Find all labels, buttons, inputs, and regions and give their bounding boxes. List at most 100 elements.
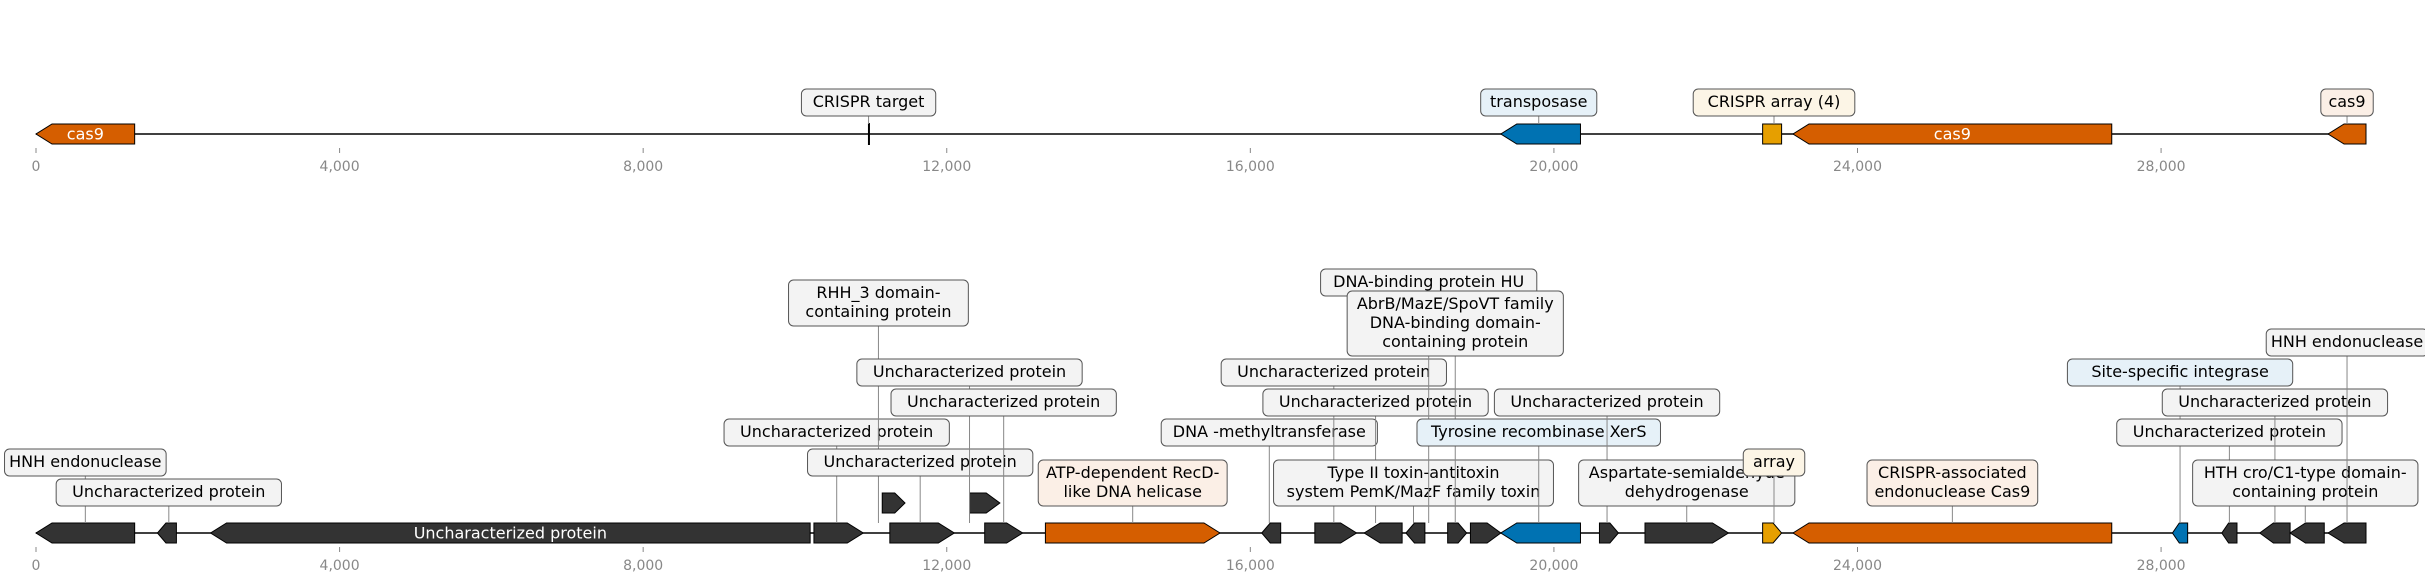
feature-label-box: [890, 388, 1117, 417]
feature-label: Uncharacterized protein: [1279, 392, 1472, 411]
gene-arrow: [2327, 522, 2367, 544]
feature-label-box: [1273, 459, 1554, 507]
feature-label-box: [1493, 388, 1721, 417]
feature-label: CRISPR array (4): [1708, 92, 1841, 111]
feature-label-box: [807, 448, 1034, 477]
feature-label-box: [856, 358, 1083, 387]
gene-arrow: [2171, 522, 2189, 544]
gene-arrow: [2327, 123, 2367, 145]
gene-arrow: [1447, 522, 1468, 544]
feature-label-box: [723, 418, 950, 447]
axis-tick-label: 20,000: [1529, 558, 1578, 574]
feature-label: Uncharacterized protein: [740, 422, 933, 441]
gene-arrow: [209, 522, 811, 544]
gene-arrow: [813, 522, 865, 544]
axis-tick-label: 8,000: [623, 159, 663, 175]
gene-arrow: [35, 522, 136, 544]
gene-arrow: [1792, 123, 2113, 145]
feature-label: Uncharacterized protein: [824, 452, 1017, 471]
gene-arrow: [984, 522, 1024, 544]
axis-tick-label: 4,000: [320, 558, 360, 574]
feature-label: Uncharacterized protein: [1510, 392, 1703, 411]
feature-label-box: [1742, 448, 1806, 477]
feature-label-box: [1866, 459, 2039, 507]
axis-tick-label: 16,000: [1226, 558, 1275, 574]
feature-label-box: [788, 279, 969, 327]
feature-label-box: [2066, 358, 2294, 387]
gene-arrow: [2221, 522, 2238, 544]
axis-tick-label: 28,000: [2137, 159, 2186, 175]
axis-tick-label: 12,000: [922, 558, 971, 574]
feature-label: CRISPR target: [813, 92, 925, 111]
bottom-track: 0 4,000 8,000 12,000 16,000 20,000 24,000 28,00…: [4, 268, 2425, 574]
feature-label: HTH cro/C1-type domain-containing protei…: [2204, 463, 2407, 501]
gene-inner-label: Uncharacterized protein: [414, 524, 607, 543]
gene-arrow: [1405, 522, 1426, 544]
feature-label: Uncharacterized protein: [873, 362, 1066, 381]
feature-label: Uncharacterized protein: [72, 482, 265, 501]
feature-label: Uncharacterized protein: [2133, 422, 2326, 441]
feature-label: Site-specific integrase: [2091, 362, 2268, 381]
feature-label-box: [2161, 388, 2389, 417]
feature-label-box: [2265, 328, 2425, 357]
gene-arrow: [1469, 522, 1502, 544]
feature-label-box: [1160, 418, 1378, 447]
axis-tick-label: 24,000: [1833, 558, 1882, 574]
axis-tick-label: 12,000: [922, 159, 971, 175]
feature-label-box: [55, 478, 282, 507]
axis-tick-label: 0: [32, 159, 41, 175]
feature-label-box: [1220, 358, 1447, 387]
gene-inner-label: cas9: [67, 125, 104, 144]
axis-tick-label: 4,000: [320, 159, 360, 175]
gene-arrow: [881, 492, 906, 514]
feature-label-box: [1692, 88, 1856, 117]
gene-arrow: [35, 123, 136, 145]
feature-label-box: [2116, 418, 2343, 447]
feature-label-box: [1416, 418, 1661, 447]
axis-tick-label: 20,000: [1529, 159, 1578, 175]
gene-arrow: [2289, 522, 2325, 544]
gene-arrow: [889, 522, 956, 544]
gene-arrow: [1762, 522, 1783, 544]
gene-arrow: [1314, 522, 1358, 544]
feature-label: Uncharacterized protein: [907, 392, 1100, 411]
axis-tick-label: 8,000: [623, 558, 663, 574]
feature-label-box: [1262, 388, 1489, 417]
gene-arrow: [1762, 123, 1783, 145]
gene-arrow: [1499, 522, 1581, 544]
feature-label: cas9: [2328, 92, 2365, 111]
axis-tick-label: 28,000: [2137, 558, 2186, 574]
gene-arrow: [1644, 522, 1730, 544]
feature-label: array: [1753, 452, 1795, 471]
feature-label-box: [1037, 459, 1228, 507]
feature-label: Uncharacterized protein: [1237, 362, 1430, 381]
feature-label-box: [800, 88, 937, 117]
gene-arrow: [1363, 522, 1403, 544]
feature-label-box: [2320, 88, 2374, 117]
feature-label: RHH_3 domain-containing protein: [805, 283, 951, 321]
feature-label-box: [1480, 88, 1598, 117]
feature-label: transposase: [1490, 92, 1587, 111]
gene-arrow: [1499, 123, 1581, 145]
feature-label: Tyrosine recombinase XerS: [1430, 422, 1647, 441]
gene-arrow: [2258, 522, 2291, 544]
feature-label-box: [1578, 459, 1796, 507]
gene-inner-label: cas9: [1934, 125, 1971, 144]
axis-tick-label: 0: [32, 558, 41, 574]
gene-arrow: [156, 522, 177, 544]
feature-label-box: [4, 448, 167, 477]
feature-label-box: [2192, 459, 2419, 507]
feature-label: DNA-binding protein HU: [1333, 272, 1524, 291]
feature-label: DNA -methyltransferase: [1173, 422, 1366, 441]
gene-arrow: [1598, 522, 1620, 544]
feature-label: HNH endonuclease: [2271, 332, 2423, 351]
feature-label: Uncharacterized protein: [2178, 392, 2371, 411]
gene-arrow: [1044, 522, 1221, 544]
axis-tick-label: 16,000: [1226, 159, 1275, 175]
gene-arrow: [1261, 522, 1282, 544]
